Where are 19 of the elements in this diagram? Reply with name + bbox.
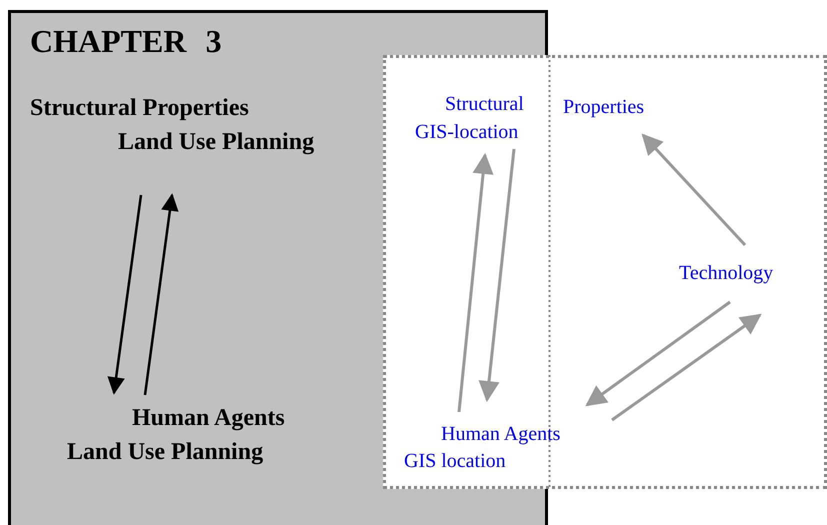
- arrow: [478, 148, 516, 402]
- arrow: [144, 193, 179, 396]
- node-label: GIS-location: [415, 121, 518, 144]
- arrow: [611, 314, 762, 422]
- node-label: Human Agents: [441, 423, 560, 446]
- node-label: Structural Properties: [30, 95, 249, 122]
- node-label: GIS location: [404, 450, 506, 473]
- arrow: [107, 194, 142, 395]
- dotted-frame-panel: [383, 55, 827, 489]
- node-label: Land Use Planning: [118, 129, 314, 156]
- node-label: Properties: [563, 96, 644, 119]
- node-label: Human Agents: [132, 405, 285, 432]
- chapter-heading: CHAPTER 3: [30, 23, 222, 60]
- arrow: [585, 300, 731, 406]
- node-label: Technology: [679, 262, 774, 285]
- node-label: Structural: [445, 93, 524, 116]
- arrow: [642, 133, 746, 246]
- arrow: [458, 152, 494, 412]
- node-label: Land Use Planning: [67, 439, 264, 466]
